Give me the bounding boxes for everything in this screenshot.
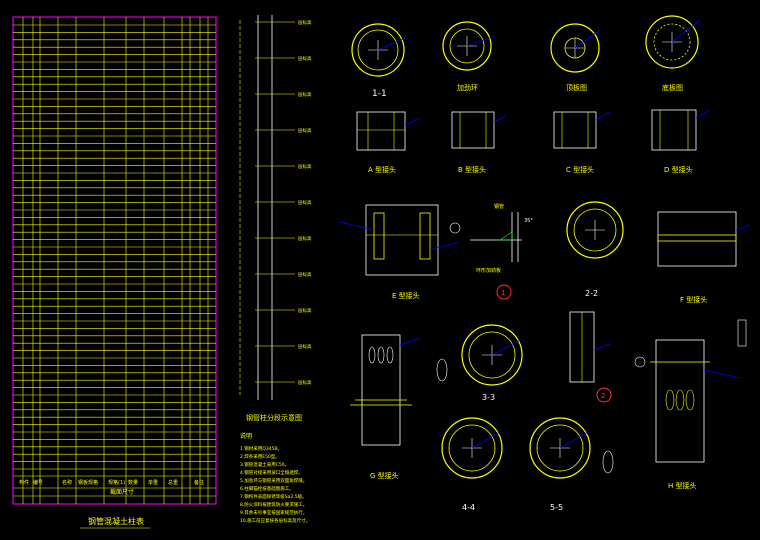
section-3-3: 3-3 <box>461 324 523 402</box>
level-mark-label: 层标高 <box>298 19 312 26</box>
note-line-6: 7.钢构件表面除锈等级Sa2.5级。 <box>240 493 307 500</box>
level-mark-label: 层标高 <box>298 343 312 350</box>
joint-C: C 型接头 <box>553 111 611 174</box>
table-caption: 钢管混凝土柱表 <box>88 516 144 526</box>
column-schedule-table: 构件 编号 名称 钢板规格 规格(1) 数量 单重 总重 备注 截面尺寸 钢管混… <box>12 16 217 529</box>
weld-label-1: 钢管 <box>494 203 504 210</box>
weld-label-2: 环形加劲板 <box>476 267 501 274</box>
joint-C-label: C 型接头 <box>566 165 594 174</box>
section-top-plate: 顶板图 <box>550 23 601 92</box>
note-line-5: 6.柱脚锚栓按基础图施工。 <box>240 485 294 492</box>
detail-marker-1-text: 1 <box>501 289 505 297</box>
level-mark-label: 层标高 <box>298 271 312 278</box>
table-footer: 构件 编号 名称 钢板规格 规格(1) 数量 单重 总重 备注 截面尺寸 <box>19 479 204 496</box>
footer-header-0: 构件 <box>19 479 29 486</box>
level-mark-label: 层标高 <box>298 55 312 62</box>
note-line-4: 5.加劲环与钢管采用双面角焊缝。 <box>240 477 307 484</box>
section-base-plate-label: 底板图 <box>662 83 683 92</box>
joint-D-label: D 型接头 <box>664 165 693 174</box>
weld-angle: 35° <box>524 218 533 224</box>
section-hoop: 加劲环 <box>442 21 496 92</box>
joint-A: A 型接头 <box>356 111 421 174</box>
joint-H: H 型接头 <box>634 319 747 490</box>
joint-D: D 型接头 <box>651 109 711 174</box>
joint-G-label: G 型接头 <box>370 471 399 480</box>
section-4-4-label: 4-4 <box>462 503 475 512</box>
footer-header-1: 编号 <box>33 479 43 486</box>
footer-sub-0: 截面尺寸 <box>110 488 134 496</box>
joint-B: B 型接头 <box>451 111 507 174</box>
joint-F: F 型接头 <box>657 211 751 304</box>
detail-marker-2 <box>596 387 612 403</box>
footer-header-2: 名称 <box>62 479 72 486</box>
section-top-plate-label: 顶板图 <box>566 83 587 92</box>
section-base-plate: 底板图 <box>645 15 701 92</box>
section-5-5: 5-5 <box>529 417 614 512</box>
note-line-7: 8.防火涂料按建筑防火要求施工。 <box>240 501 307 508</box>
section-2-2: 2-2 <box>566 201 624 298</box>
weld-detail-1: 钢管 环形加劲板 35° 1 <box>449 203 533 300</box>
footer-header-4: 规格(1) <box>108 479 125 486</box>
joint-H-label: H 型接头 <box>668 481 697 490</box>
notes-block: 说明 1.钢材采用Q345B。 2.焊条采用E50型。 3.钢管混凝土采用C50… <box>240 432 310 524</box>
level-mark-label: 层标高 <box>298 199 312 206</box>
level-mark-label: 层标高 <box>298 163 312 170</box>
note-line-0: 1.钢材采用Q345B。 <box>240 445 282 452</box>
section-5-5-label: 5-5 <box>550 503 563 512</box>
level-mark-label: 层标高 <box>298 307 312 314</box>
joint-E: E 型接头 <box>339 204 459 300</box>
footer-header-8: 备注 <box>194 479 204 486</box>
note-line-8: 9.其余未尽事宜按国家规范执行。 <box>240 509 307 516</box>
footer-header-6: 单重 <box>148 479 158 486</box>
detail-marker-2-text: 2 <box>601 392 605 400</box>
section-hoop-label: 加劲环 <box>457 83 478 92</box>
detail-marker-1 <box>496 284 512 300</box>
note-line-2: 3.钢管混凝土采用C50。 <box>240 461 289 468</box>
joint-G: G 型接头 <box>350 334 448 480</box>
footer-header-5: 数量 <box>128 479 138 486</box>
section-1-1: 1-1 <box>351 23 406 99</box>
footer-header-3: 钢板规格 <box>78 479 98 486</box>
joint-A-label: A 型接头 <box>368 165 396 174</box>
note-line-1: 2.焊条采用E50型。 <box>240 453 280 460</box>
section-2-2-label: 2-2 <box>585 289 598 298</box>
footer-header-7: 总重 <box>168 479 178 486</box>
note-line-3: 4.钢管对接采用坡口全熔透焊。 <box>240 469 303 476</box>
level-mark-label: 层标高 <box>298 235 312 242</box>
table-frame <box>12 16 217 505</box>
table-grid <box>13 17 216 504</box>
joint-E-label: E 型接头 <box>392 291 420 300</box>
level-mark-label: 层标高 <box>298 127 312 134</box>
notes-title: 说明 <box>240 432 252 440</box>
section-1-1-label: 1-1 <box>372 89 387 99</box>
section-3-3-label: 3-3 <box>482 393 495 402</box>
elevation-caption: 钢管柱分段示意图 <box>246 413 302 422</box>
note-line-9: 10.施工前应复核各层标高及尺寸。 <box>240 517 310 524</box>
level-mark-label: 层标高 <box>298 91 312 98</box>
section-4-4: 4-4 <box>441 417 503 512</box>
joint-B-label: B 型接头 <box>458 165 486 174</box>
weld-detail-2: 2 <box>569 311 612 403</box>
joint-F-label: F 型接头 <box>680 295 707 304</box>
level-mark-label: 层标高 <box>298 379 312 386</box>
